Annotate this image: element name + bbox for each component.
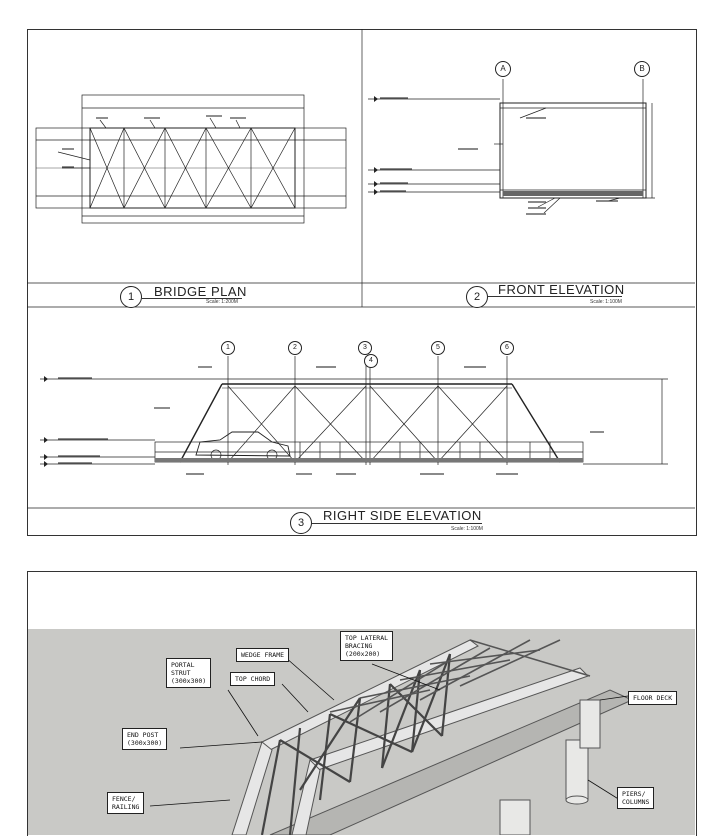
gridline-5-marker: 5 bbox=[431, 341, 445, 355]
wedge-frame-callout: WEDGE FRAME bbox=[236, 648, 290, 662]
grid-b-marker: B bbox=[634, 61, 650, 77]
gridline-6-marker: 6 bbox=[500, 341, 514, 355]
right-side-elevation-scale: Scale: 1:100M bbox=[451, 526, 483, 532]
gridline-4-marker: 4 bbox=[364, 354, 378, 368]
front-elevation-underline bbox=[488, 296, 622, 297]
top-chord-callout: TOP CHORD bbox=[230, 672, 276, 686]
right-side-elevation-underline bbox=[312, 523, 482, 524]
gridline-3-marker: 3 bbox=[358, 341, 372, 355]
floor-deck-callout: FLOOR DECK bbox=[628, 691, 678, 705]
front-elevation-title: FRONT ELEVATION bbox=[498, 282, 625, 297]
grid-a-marker: A bbox=[495, 61, 511, 77]
right-side-elevation-title: RIGHT SIDE ELEVATION bbox=[323, 508, 482, 523]
top-lateral-bracing-callout: TOP LATERAL BRACING (200x200) bbox=[340, 631, 394, 661]
gridline-2-marker: 2 bbox=[288, 341, 302, 355]
bridge-plan-number: 1 bbox=[120, 286, 142, 308]
front-elevation-scale: Scale: 1:100M bbox=[590, 299, 622, 305]
piers-columns-callout: PIERS/ COLUMNS bbox=[617, 787, 655, 809]
right-side-elevation-number: 3 bbox=[290, 512, 312, 534]
end-post-callout: END POST (300x300) bbox=[122, 728, 168, 750]
bridge-plan-underline bbox=[142, 298, 242, 299]
fence-railing-callout: FENCE/ RAILING bbox=[107, 792, 145, 814]
portal-strut-callout: PORTAL STRUT (300x300) bbox=[166, 658, 212, 688]
gridline-1-marker: 1 bbox=[221, 341, 235, 355]
bridge-plan-scale: Scale: 1:200M bbox=[206, 299, 238, 305]
front-elevation-number: 2 bbox=[466, 286, 488, 308]
bridge-plan-title: BRIDGE PLAN bbox=[154, 284, 247, 299]
